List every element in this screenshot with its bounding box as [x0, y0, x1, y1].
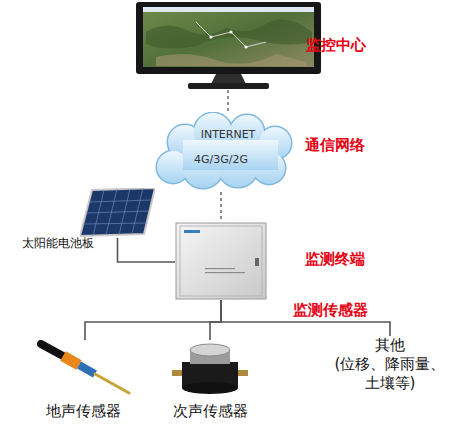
sensor-node: 地声传感器: [35, 340, 135, 395]
map-ridge: [146, 20, 312, 49]
network-cloud: INTERNET4G/3G/2G通信网络: [143, 112, 313, 192]
panel-grid: [83, 188, 152, 236]
cabinet-door: [180, 226, 262, 296]
cloud-text: INTERNET: [143, 128, 313, 142]
sensor-top: [190, 344, 230, 356]
geophone-sensor-illustration: [35, 340, 135, 395]
cloud-outline: [157, 113, 291, 188]
terminal-box-illustration: [175, 222, 267, 300]
infrasound-sensor-illustration: [170, 340, 250, 395]
sensor-port: [172, 370, 182, 376]
cloud-text: 4G/3G/2G: [143, 153, 299, 167]
part-name: 其他: [331, 336, 449, 355]
map-marker: [209, 35, 212, 38]
panel-frame: [80, 188, 155, 236]
sensor-bottom: [182, 382, 238, 394]
window-bar: [143, 7, 314, 12]
monitor-base: [188, 83, 269, 89]
dashed-link: [221, 192, 222, 222]
connector-line: [220, 192, 221, 222]
node-heading: 通信网络: [305, 136, 365, 155]
wire-link: [210, 300, 221, 340]
wire-link: [221, 300, 390, 336]
door-lock: [255, 258, 259, 266]
connector-line: [227, 90, 228, 112]
connector-line: [221, 300, 390, 336]
monitor-node: 监控中心: [136, 2, 321, 90]
part-name: 太阳能电池板: [22, 236, 94, 251]
node-heading: 监测终端: [305, 250, 365, 269]
part-name: 次声传感器: [150, 402, 270, 421]
monitor-frame: [136, 2, 321, 74]
nameplate-line: [205, 272, 245, 273]
sensor-port: [238, 370, 248, 376]
connector-line: [118, 238, 176, 262]
cabinet-body: [176, 223, 266, 299]
probe-handle: [41, 344, 63, 356]
cloud-fill: [157, 113, 291, 188]
map-marker: [229, 30, 232, 33]
sensor-text-node: 其他(位移、降雨量、 土壤等): [331, 336, 449, 406]
wire-link: [85, 300, 221, 340]
wire-link: [118, 238, 176, 262]
probe-tip: [95, 374, 129, 393]
map-marker: [244, 45, 247, 48]
monitor-neck: [211, 74, 246, 84]
part-note: (位移、降雨量、 土壤等): [331, 355, 449, 393]
probe-body: [79, 365, 95, 374]
map-screen: [143, 7, 314, 67]
map-valley: [156, 54, 306, 66]
map-road: [196, 22, 266, 47]
connector-line: [210, 300, 221, 340]
connector-line: [85, 300, 221, 340]
cloud-illustration: [143, 112, 313, 192]
probe-collar: [63, 356, 79, 365]
brand-mark: [184, 230, 200, 233]
node-heading: 监控中心: [306, 36, 366, 55]
dashed-link: [228, 90, 229, 112]
part-name: 地声传感器: [23, 402, 143, 421]
group-heading: 监测传感器: [293, 301, 368, 320]
terminal-node: 监测终端: [175, 222, 267, 300]
solar-panel-illustration: [80, 188, 155, 238]
sensor-node: 次声传感器: [170, 340, 250, 395]
monitor-illustration: [136, 2, 321, 90]
solar-panel-node: 太阳能电池板: [80, 188, 155, 238]
nameplate-line: [205, 268, 235, 269]
